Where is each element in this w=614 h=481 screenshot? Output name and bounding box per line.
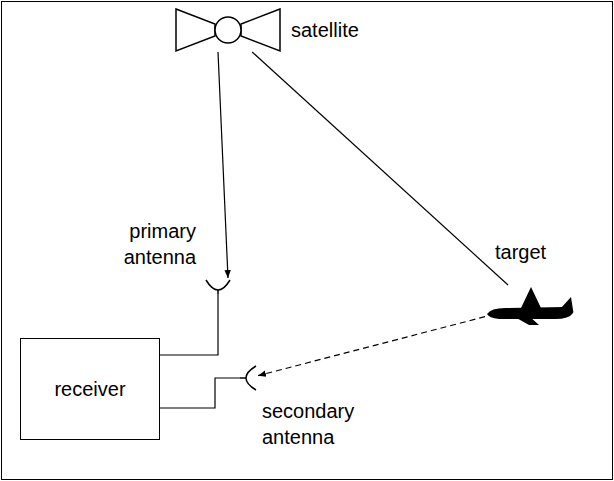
signal-line <box>160 378 240 408</box>
icon <box>485 285 575 325</box>
rear-fin <box>561 297 573 310</box>
receiver-box: receiver <box>20 338 160 440</box>
signal-line <box>218 52 228 278</box>
antenna-stem <box>240 377 246 379</box>
node-label: primary antenna <box>100 218 196 270</box>
echo-path <box>258 317 485 376</box>
solar-panel <box>241 9 280 51</box>
secondary-antenna-icon: secondary antenna <box>240 364 258 392</box>
icon-drawing <box>487 287 573 325</box>
solar-panel <box>176 9 215 51</box>
icon <box>240 364 258 392</box>
box-label: receiver <box>50 374 129 405</box>
primary-antenna-icon: primary antenna <box>204 278 232 294</box>
antenna-dish <box>206 280 230 290</box>
tail-fin <box>521 287 541 308</box>
node-label: satellite <box>291 17 401 43</box>
node-label: target <box>495 239 575 265</box>
antenna-dish <box>246 366 256 390</box>
satellite-icon: satellite <box>175 8 281 52</box>
icon <box>204 278 232 294</box>
icon-drawing <box>240 366 256 390</box>
signal-line <box>252 52 508 285</box>
icon-drawing <box>176 9 280 51</box>
icon-drawing <box>206 280 230 294</box>
icon <box>175 8 281 52</box>
wing <box>513 316 539 325</box>
node-label: secondary antenna <box>262 398 372 450</box>
antenna-stem <box>217 290 219 294</box>
target-aircraft: target <box>485 285 575 325</box>
satellite-body <box>215 17 241 43</box>
signal-line <box>160 294 218 355</box>
